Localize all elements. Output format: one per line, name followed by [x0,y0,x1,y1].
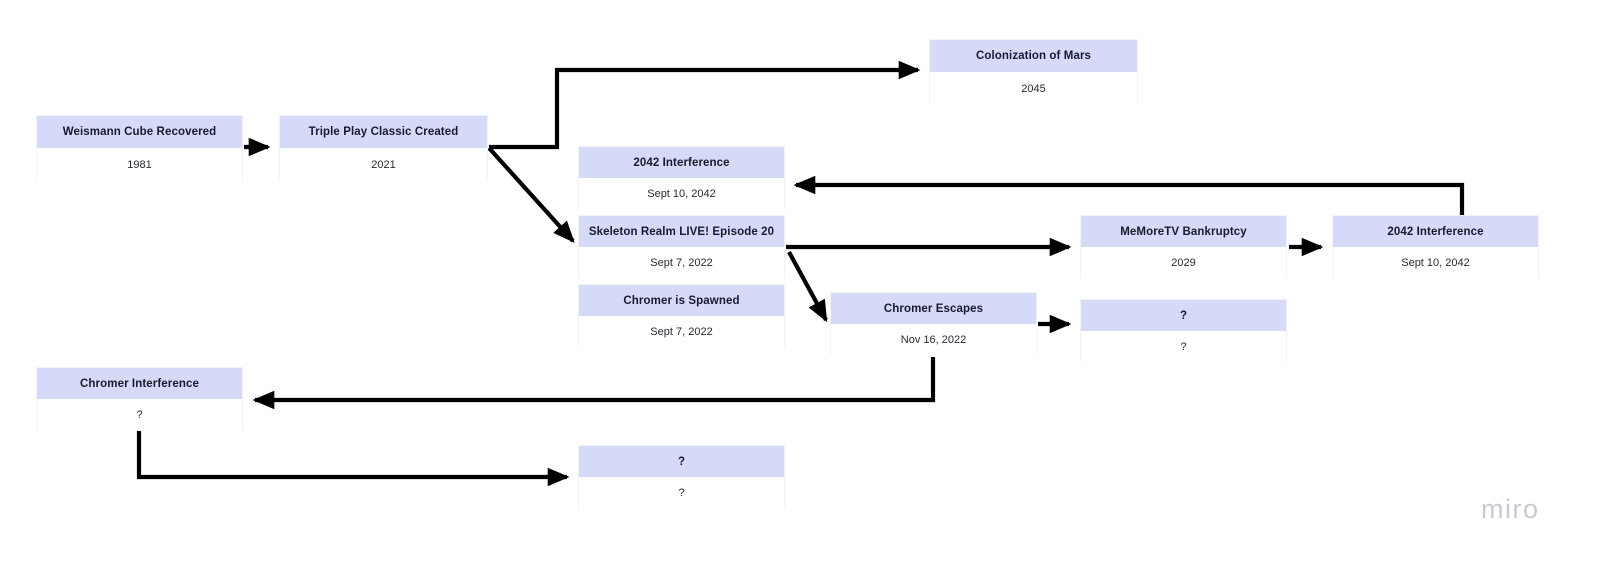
node-title: MeMoreTV Bankruptcy [1081,216,1286,247]
edge-2042right-to-2042left[interactable] [793,175,1465,215]
miro-watermark: miro [1481,494,1540,524]
node-title: Chromer Interference [37,368,242,399]
node-title: ? [1081,300,1286,331]
node-unknown-bottom[interactable]: ?? [578,445,785,509]
node-title: ? [579,446,784,477]
node-title: Skeleton Realm LIVE! Episode 20 [579,216,784,247]
node-title: Triple Play Classic Created [280,116,487,148]
node-detail: Sept 10, 2042 [579,178,784,210]
node-detail: Sept 10, 2042 [1333,247,1538,279]
node-chromer-interference[interactable]: Chromer Interference? [36,367,243,431]
node-detail: Sept 7, 2022 [579,316,784,348]
edge-tripleplay-to-colonization[interactable] [489,60,921,150]
edge-tripleplay-to-skeleton[interactable] [487,146,575,243]
node-unknown-right[interactable]: ?? [1080,299,1287,363]
node-detail: Sept 7, 2022 [579,247,784,279]
edge-chromerescapes-to-chromerinterference[interactable] [252,357,936,410]
node-title: 2042 Interference [579,147,784,178]
edge-chromerinterference-to-unknownbottom[interactable] [136,431,570,487]
node-detail: 2021 [280,148,487,181]
node-detail: ? [1081,331,1286,363]
edge-skeleton-to-chromerescapes[interactable] [787,250,828,323]
node-detail: ? [579,477,784,509]
node-detail: Nov 16, 2022 [831,324,1036,356]
node-title: Chromer is Spawned [579,285,784,316]
node-title: Weismann Cube Recovered [37,116,242,148]
node-title: 2042 Interference [1333,216,1538,247]
node-detail: 1981 [37,148,242,181]
node-detail: 2029 [1081,247,1286,279]
node-title: Chromer Escapes [831,293,1036,324]
node-title: Colonization of Mars [930,40,1137,72]
node-detail: ? [37,399,242,431]
node-detail: 2045 [930,72,1137,105]
